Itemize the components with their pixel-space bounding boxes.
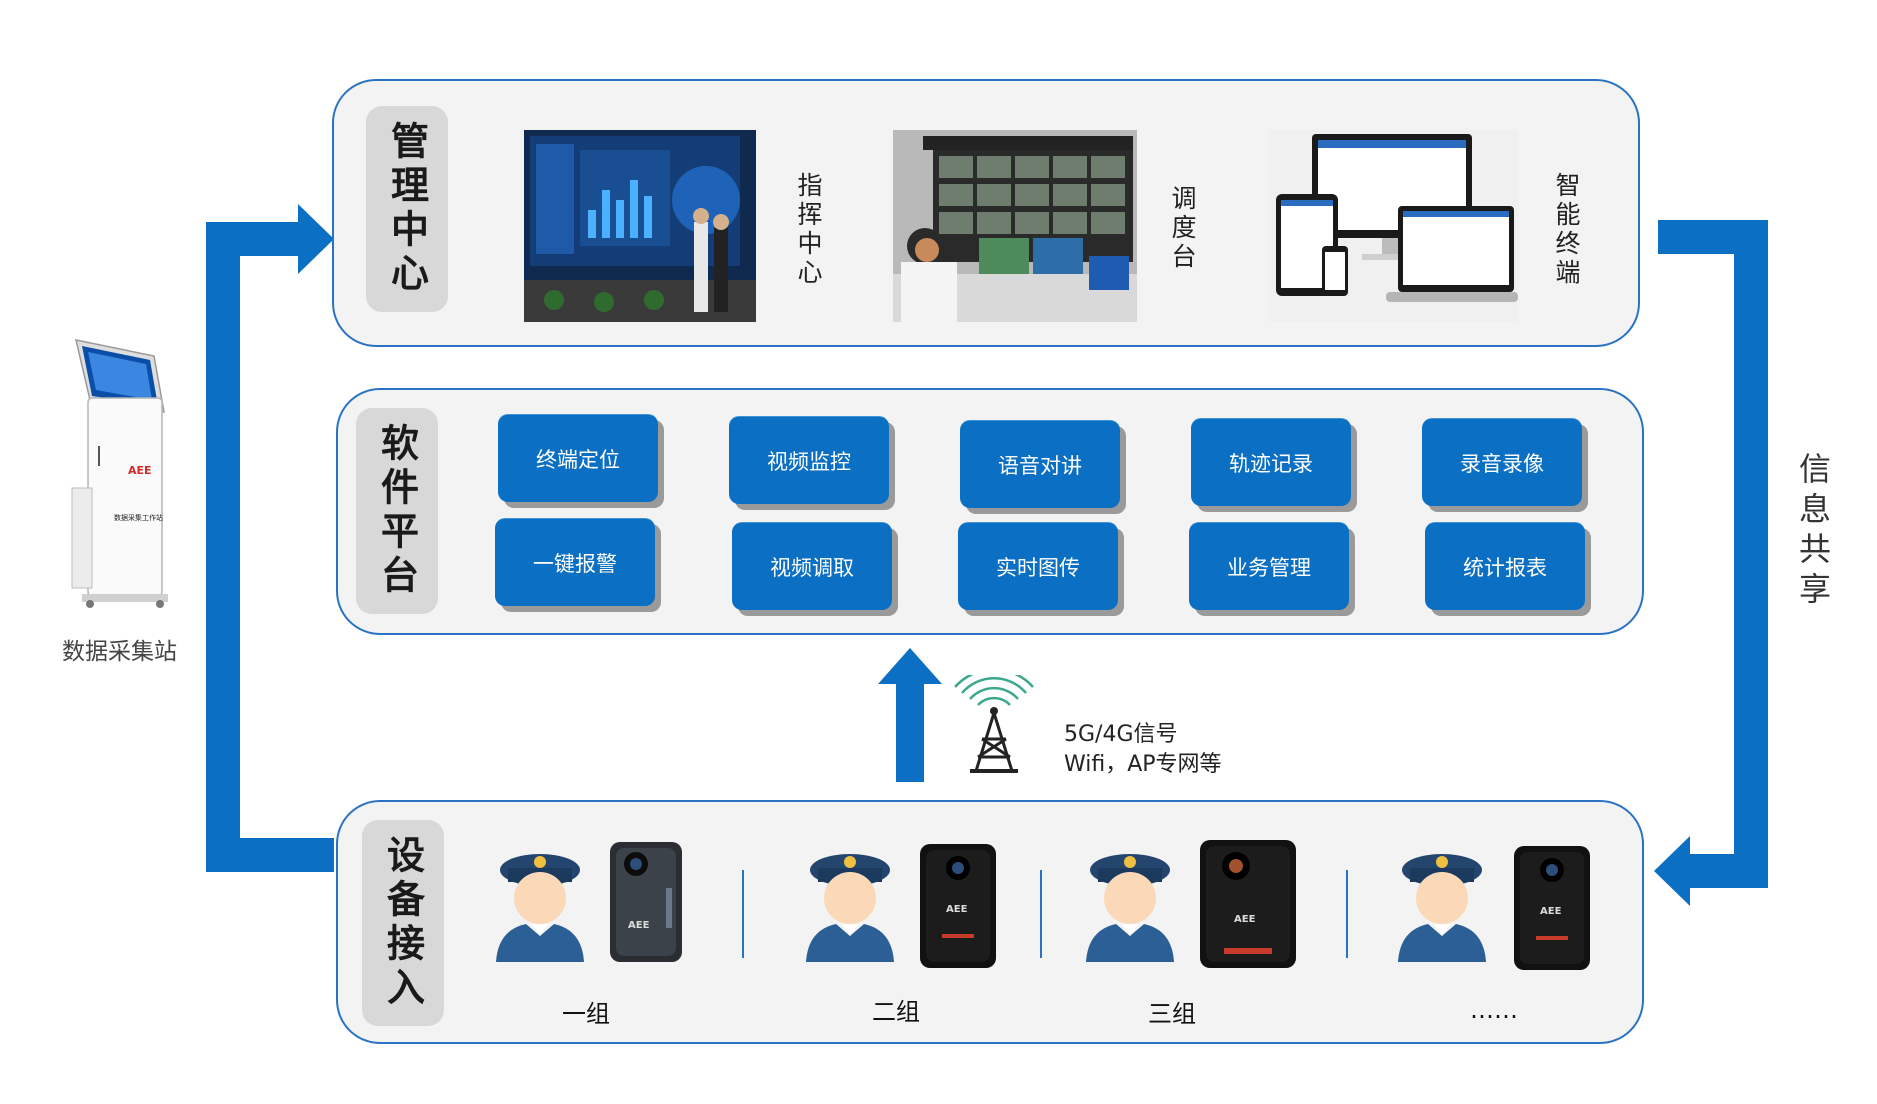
signal-tower-icon	[954, 675, 1034, 773]
body-camera-icon: AEE	[920, 844, 996, 968]
software-title: 软件平台	[356, 408, 438, 614]
flow-right-horizontal-bottom	[1690, 854, 1768, 888]
signal-text-line1: 5G/4G信号	[1064, 722, 1178, 747]
officer-icon	[1398, 854, 1486, 962]
upload-arrow	[878, 648, 942, 782]
management-title: 管理中心	[366, 106, 448, 312]
officer-icon	[1086, 854, 1174, 962]
dispatch-console-photo	[893, 130, 1137, 322]
body-camera-icon: AEE	[610, 842, 682, 962]
officer-icon	[496, 854, 584, 962]
camera-brand: AEE	[1234, 914, 1256, 925]
command-center-label: 指挥中心	[794, 172, 823, 288]
signal-text-line2: Wifi，AP专网等	[1064, 752, 1222, 777]
command-center-photo	[524, 130, 756, 322]
group-divider	[742, 870, 744, 958]
group-label-3: 三组	[1148, 1000, 1196, 1028]
flow-left-arrowhead	[298, 204, 334, 274]
group-label-1: 一组	[562, 1000, 610, 1028]
function-audio-video-record[interactable]: 录音录像	[1422, 418, 1582, 506]
body-camera-icon: AEE	[1200, 840, 1296, 968]
data-collection-station-label: 数据采集站	[62, 639, 177, 665]
function-statistics-report[interactable]: 统计报表	[1425, 522, 1585, 610]
function-one-key-alarm[interactable]: 一键报警	[495, 518, 655, 606]
camera-brand: AEE	[628, 920, 650, 931]
body-camera-icon: AEE	[1514, 846, 1590, 970]
function-business-management[interactable]: 业务管理	[1189, 522, 1349, 610]
function-terminal-location[interactable]: 终端定位	[498, 414, 658, 502]
camera-brand: AEE	[946, 904, 968, 915]
function-realtime-transmission[interactable]: 实时图传	[958, 522, 1118, 610]
flow-left-vertical	[206, 222, 240, 872]
function-voice-intercom[interactable]: 语音对讲	[960, 420, 1120, 508]
group-divider	[1040, 870, 1042, 958]
group-label-4: ……	[1470, 996, 1518, 1024]
function-video-retrieval[interactable]: 视频调取	[732, 522, 892, 610]
function-track-record[interactable]: 轨迹记录	[1191, 418, 1351, 506]
function-video-monitoring[interactable]: 视频监控	[729, 416, 889, 504]
flow-right-arrowhead	[1654, 836, 1690, 906]
data-collection-station-image: 数据采集工作站 AEE	[71, 339, 168, 608]
station-screen-text: 数据采集工作站	[114, 513, 163, 522]
smart-terminal-label: 智能终端	[1552, 172, 1581, 288]
flow-right-vertical	[1734, 220, 1768, 888]
dispatch-console-label: 调度台	[1168, 185, 1197, 272]
group-divider	[1346, 870, 1348, 958]
group-label-2: 二组	[872, 998, 920, 1026]
camera-brand: AEE	[1540, 906, 1562, 917]
station-brand-logo: AEE	[128, 464, 152, 477]
officer-icon	[806, 854, 894, 962]
flow-left-horizontal-top	[206, 222, 302, 256]
smart-terminal-photo	[1268, 130, 1518, 322]
info-share-label: 信息共享	[1794, 452, 1832, 612]
device-title: 设备接入	[362, 820, 444, 1026]
